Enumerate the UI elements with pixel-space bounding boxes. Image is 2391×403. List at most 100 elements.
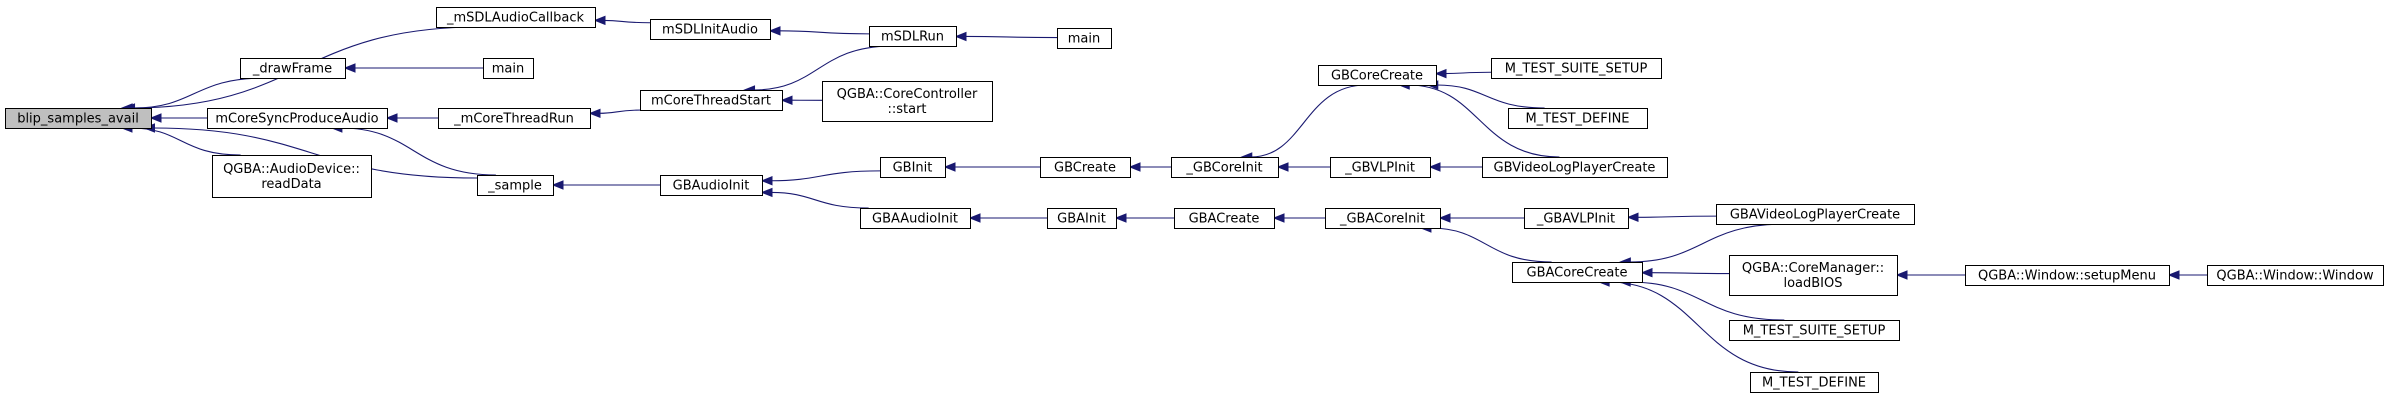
node-m-test-suite-setup-2[interactable]: M_TEST_SUITE_SETUP xyxy=(1729,320,1900,341)
edge-line xyxy=(598,109,644,114)
node-mcoresyncproduceaudio[interactable]: mCoreSyncProduceAudio xyxy=(207,108,388,129)
node-box xyxy=(650,19,771,40)
node-qgba-corecontroller-start[interactable]: QGBA::CoreController::start xyxy=(822,81,993,122)
node-label: mCoreSyncProduceAudio xyxy=(215,112,378,127)
node-msdlinitaudio[interactable]: mSDLInitAudio xyxy=(650,19,771,40)
node-box xyxy=(1174,208,1275,229)
node-gbavlpinit[interactable]: _GBAVLPInit xyxy=(1524,208,1629,229)
node-gbinit[interactable]: GBInit xyxy=(880,157,946,178)
arrowhead-icon xyxy=(593,15,606,26)
node-box xyxy=(212,155,372,198)
node-box xyxy=(1482,157,1668,178)
edge-ccstart-to-threadstart xyxy=(780,95,823,105)
node-qgba-coremanager-loadbios[interactable]: QGBA::CoreManager::loadBIOS xyxy=(1729,255,1898,296)
node-label: GBAAudioInit xyxy=(872,212,958,227)
node-msdlaudiocallback[interactable]: _mSDLAudioCallback xyxy=(436,7,596,28)
node-gbcreate[interactable]: GBCreate xyxy=(1040,157,1131,178)
node-m-test-define-2[interactable]: M_TEST_DEFINE xyxy=(1750,372,1879,393)
node-gbaudioinit[interactable]: GBAudioInit xyxy=(660,175,763,196)
edge-gbaudioinit-to-sample xyxy=(551,180,661,190)
node-box xyxy=(1729,320,1900,341)
node-box xyxy=(438,108,591,129)
edge-line xyxy=(1444,71,1492,75)
node-gbacreate[interactable]: GBACreate xyxy=(1174,208,1275,229)
node-blip-samples-avail[interactable]: blip_samples_avail xyxy=(5,108,152,129)
node-box xyxy=(2207,265,2384,286)
arrowhead-icon xyxy=(968,213,981,223)
node-gbvlpinit[interactable]: _GBVLPInit xyxy=(1330,157,1431,178)
edge-line xyxy=(753,45,893,91)
node-box xyxy=(477,175,554,196)
node-gbcorecreate[interactable]: GBCoreCreate xyxy=(1318,65,1437,86)
arrowhead-icon xyxy=(954,31,967,42)
node-label: main xyxy=(1068,32,1100,47)
node-label: GBCoreCreate xyxy=(1331,69,1423,84)
node-label: M_TEST_DEFINE xyxy=(1762,376,1866,391)
node-msdlrun[interactable]: mSDLRun xyxy=(869,26,957,47)
node-gbavideologplayercreate[interactable]: GBAVideoLogPlayerCreate xyxy=(1716,204,1915,225)
node-box xyxy=(1057,28,1112,49)
node-box xyxy=(869,26,957,47)
edge-csync-to-blip xyxy=(149,113,207,123)
node-box xyxy=(1508,108,1648,129)
node-box xyxy=(660,175,763,196)
edge-gbacreate-to-gbainit xyxy=(1114,213,1174,223)
node-label: mSDLRun xyxy=(881,30,944,45)
node-sample[interactable]: _sample xyxy=(477,175,554,196)
node-label: mCoreThreadStart xyxy=(651,94,771,109)
node-box xyxy=(860,208,971,229)
edge-gbcorecreate-to-gbcoreinit xyxy=(1240,84,1367,162)
edge-line xyxy=(603,19,651,24)
node-gbaaudioinit[interactable]: GBAAudioInit xyxy=(860,208,971,229)
node-label: GBCreate xyxy=(1054,161,1116,176)
node-mcorethreadstart[interactable]: mCoreThreadStart xyxy=(640,90,783,111)
edge-line xyxy=(1608,281,1799,373)
edge-threadstart-to-threadrun xyxy=(588,108,644,119)
node-gbacoreinit[interactable]: _GBACoreInit xyxy=(1325,208,1441,229)
arrowhead-icon xyxy=(385,113,398,123)
edge-gbacoreinit-to-gbacreate xyxy=(1272,213,1325,223)
node-gbcoreinit[interactable]: _GBCoreInit xyxy=(1171,157,1279,178)
arrowhead-icon xyxy=(1128,162,1141,172)
node-main-1[interactable]: main xyxy=(483,58,534,79)
arrowhead-icon xyxy=(1276,162,1289,172)
node-label: loadBIOS xyxy=(1783,276,1842,291)
arrowhead-icon xyxy=(551,180,564,190)
edge-mtss1-to-gbcorecreate xyxy=(1434,68,1492,79)
node-qgba-audiodevice-readdata[interactable]: QGBA::AudioDevice::readData xyxy=(212,155,372,198)
node-label: main xyxy=(492,62,524,77)
arrowhead-icon xyxy=(149,113,162,123)
node-label: QGBA::AudioDevice:: xyxy=(223,162,360,177)
node-m-test-suite-setup-1[interactable]: M_TEST_SUITE_SETUP xyxy=(1491,58,1662,79)
node-gbvideologplayercreate[interactable]: GBVideoLogPlayerCreate xyxy=(1482,157,1668,178)
node-mcorethreadrun[interactable]: _mCoreThreadRun xyxy=(438,108,591,129)
node-label: GBAVideoLogPlayerCreate xyxy=(1730,208,1900,223)
edge-gbinit-to-gbaudioinit xyxy=(760,170,881,186)
node-gbacorecreate[interactable]: GBACoreCreate xyxy=(1512,262,1643,283)
edge-gbainit-to-gbaaudioinit xyxy=(968,213,1047,223)
edge-cmbios-to-gbacorecreate xyxy=(1640,267,1730,278)
edge-line xyxy=(770,170,881,182)
node-label: mSDLInitAudio xyxy=(662,23,758,38)
node-drawframe[interactable]: _drawFrame xyxy=(240,58,346,79)
node-label: QGBA::Window::setupMenu xyxy=(1978,269,2156,284)
node-box xyxy=(5,108,152,129)
edge-line xyxy=(1436,84,1545,109)
node-gbainit[interactable]: GBAInit xyxy=(1047,208,1117,229)
node-main-2[interactable]: main xyxy=(1057,28,1112,49)
arrowhead-icon xyxy=(1895,270,1908,280)
edge-gbacorecreate-to-gbacoreinit xyxy=(1419,223,1552,263)
node-box xyxy=(1040,157,1131,178)
edge-line xyxy=(778,30,870,35)
node-label: GBAudioInit xyxy=(673,179,750,194)
edge-gbavlpcreate-to-gbavlpinit xyxy=(1626,212,1717,223)
node-qgba-window-window[interactable]: QGBA::Window::Window xyxy=(2207,265,2384,286)
node-box xyxy=(240,58,346,79)
node-m-test-define-1[interactable]: M_TEST_DEFINE xyxy=(1508,108,1648,129)
arrowhead-icon xyxy=(760,176,773,186)
arrowhead-icon xyxy=(780,95,793,105)
node-label: QGBA::Window::Window xyxy=(2216,269,2374,284)
node-qgba-window-setupmenu[interactable]: QGBA::Window::setupMenu xyxy=(1965,265,2170,286)
arrowhead-icon xyxy=(1626,212,1639,223)
